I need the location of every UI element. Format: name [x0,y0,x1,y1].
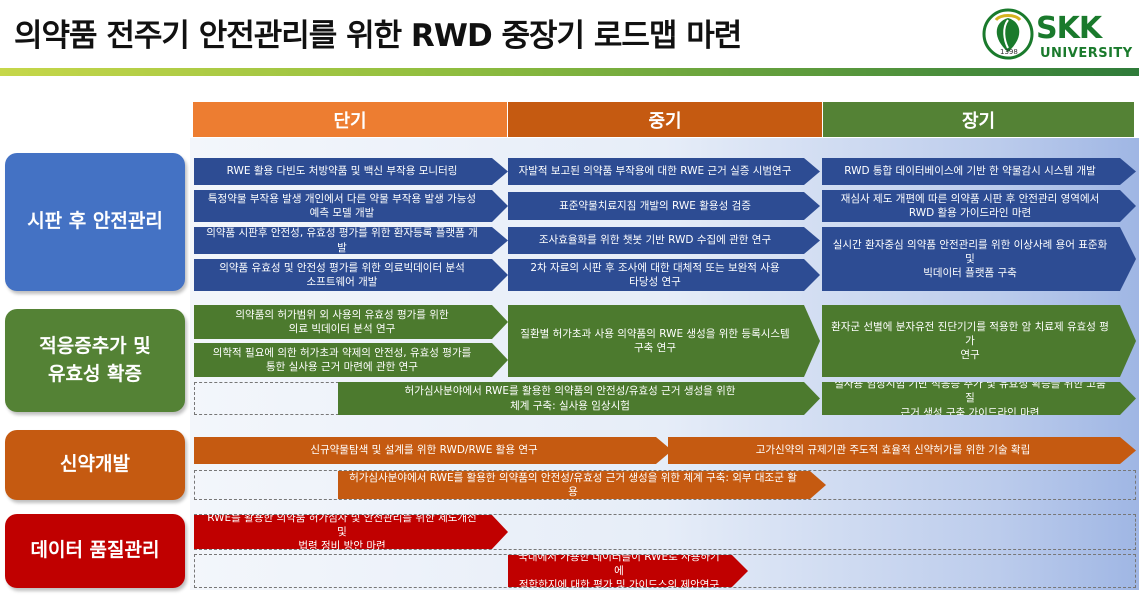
roadmap-item: 질환별 허가초과 사용 의약품의 RWE 생성을 위한 등록시스템 구축 연구 [508,305,820,377]
roadmap-item: 재심사 제도 개편에 따른 의약품 시판 후 안전관리 영역에서 RWD 활용 … [822,190,1136,222]
phase-mid-term: 중기 [508,102,822,137]
roadmap-item: RWE 활용 다빈도 처방약품 및 백신 부작용 모니터링 [194,158,508,185]
row-label-newdrug: 신약개발 [5,430,185,500]
dashed-placeholder [194,554,1136,588]
roadmap-item: 허가심사분야에서 RWE를 활용한 의약품의 안전성/유효성 근거 생성을 위한… [338,382,820,415]
roadmap-item: 국내에서 가용한 데이터들이 RWE로 사용하기에 적합한지에 대한 평가 및 … [508,555,748,587]
roadmap-item: 자발적 보고된 의약품 부작용에 대한 RWE 근거 실증 시범연구 [508,158,820,185]
ginkgo-leaf-icon [982,8,1034,60]
roadmap-item: RWD 통합 데이터베이스에 기반 한 약물감시 시스템 개발 [822,158,1136,185]
roadmap-item: 실시간 환자중심 의약품 안전관리를 위한 이상사례 용어 표준화 및 빅데이터… [822,227,1136,291]
university-logo: 1398 SKK UNIVERSITY [982,8,1132,64]
logo-university-text: UNIVERSITY [1040,46,1133,61]
logo-year: 1398 [1000,48,1018,56]
roadmap-item: 허가심사분야에서 RWE를 활용한 의약품의 안전성/유효성 근거 생성을 위한… [338,471,826,499]
roadmap-item: 의약품의 허가범위 외 사용의 유효성 평가를 위한 의료 빅데이터 분석 연구 [194,305,508,339]
row-label-postmarket: 시판 후 안전관리 [5,153,185,291]
row-label-quality: 데이터 품질관리 [5,514,185,588]
roadmap-item: 2차 자료의 시판 후 조사에 대한 대체적 또는 보완적 사용 타당성 연구 [508,259,820,291]
page-title: 의약품 전주기 안전관리를 위한 RWD 중장기 로드맵 마련 [14,18,742,54]
roadmap-item: 실사용 임상시험 기반 적응증 추가 및 유효성 확증을 위한 고품질 근거 생… [822,382,1136,415]
roadmap-item: RWE를 활용한 의약품 허가심사 및 안전관리를 위한 제도개선 및 법령 정… [194,515,508,549]
dashed-placeholder [194,470,1136,500]
phase-long-term: 장기 [823,102,1134,137]
roadmap-item: 의학적 필요에 의한 허가초과 약제의 안전성, 유효성 평가를 통한 실사용 … [194,343,508,377]
roadmap-item: 표준약물치료지침 개발의 RWE 활용성 검증 [508,192,820,220]
dashed-placeholder [194,382,344,415]
roadmap-item: 의약품 유효성 및 안전성 평가를 위한 의료빅데이터 분석 소프트웨어 개발 [194,259,508,291]
logo-wordmark: SKK [1036,11,1102,46]
roadmap-item: 환자군 선별에 분자유전 진단기기를 적용한 암 치료제 유효성 평가 연구 [822,305,1136,377]
roadmap-item: 신규약물탐색 및 설계를 위한 RWD/RWE 활용 연구 [194,437,672,464]
roadmap-item: 의약품 시판후 안전성, 유효성 평가를 위한 환자등록 플랫폼 개발 [194,227,508,254]
title-accent-bar [0,68,1139,76]
roadmap-item: 조사효율화를 위한 챗봇 기반 RWD 수집에 관한 연구 [508,227,820,254]
row-label-indication: 적응증추가 및 유효성 확증 [5,309,185,412]
row-label-indication-text: 적응증추가 및 유효성 확증 [39,334,151,385]
roadmap-item: 특정약물 부작용 발생 개인에서 다른 약물 부작용 발생 가능성 예측 모델 … [194,190,508,222]
phase-short-term: 단기 [193,102,507,137]
roadmap-item: 고가신약의 규제기관 주도적 효율적 신약허가를 위한 기술 확립 [668,437,1136,464]
